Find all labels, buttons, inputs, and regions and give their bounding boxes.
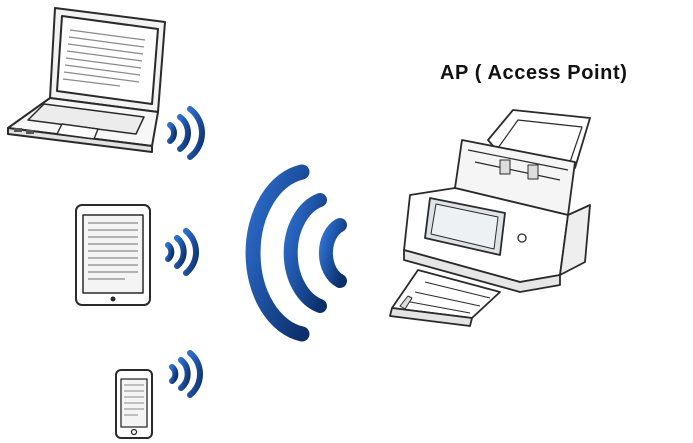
wifi-signal-icon <box>245 164 347 342</box>
scanner-icon <box>389 109 591 327</box>
access-point-label: AP ( Access Point) <box>440 62 628 84</box>
smartphone-icon <box>115 369 153 439</box>
laptop-icon <box>7 7 166 153</box>
wifi-signal-icon <box>165 106 205 398</box>
tablet-icon <box>75 204 151 306</box>
